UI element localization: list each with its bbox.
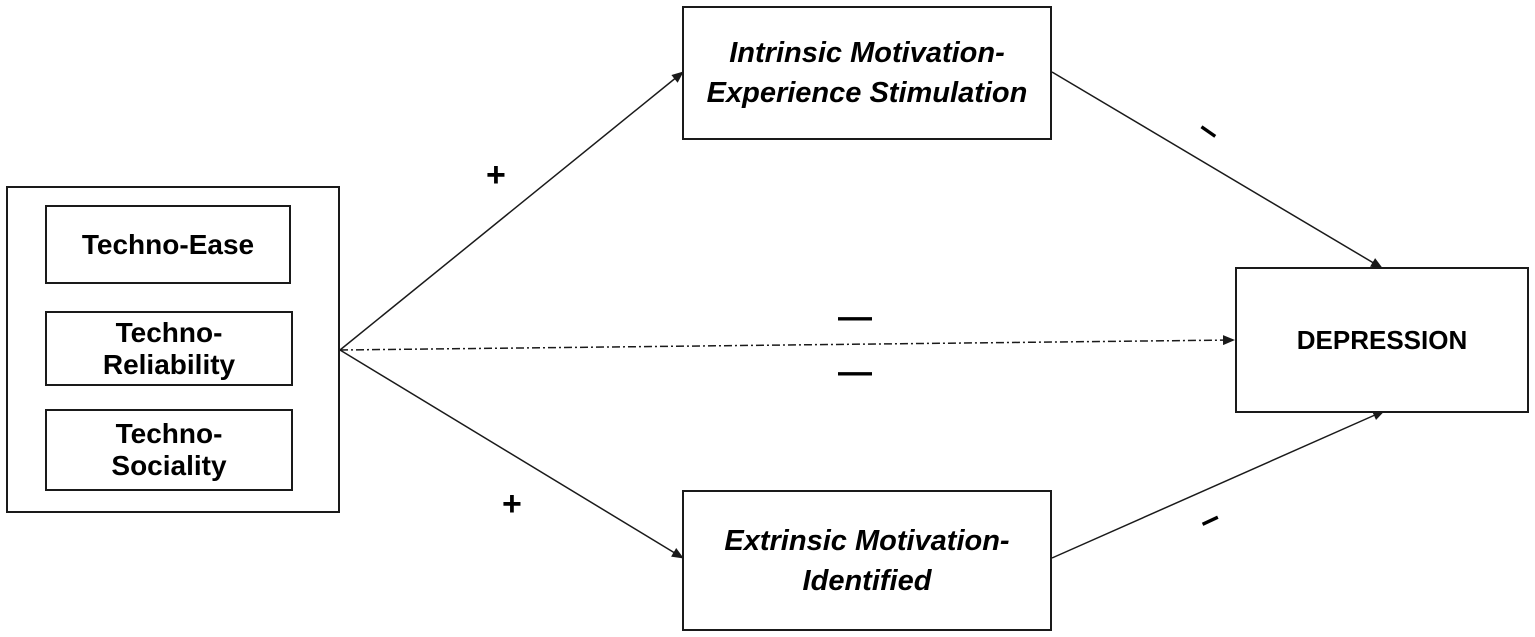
depression-label: DEPRESSION bbox=[1296, 324, 1468, 355]
extrinsic-motivation-box: Extrinsic Motivation-Identified bbox=[682, 490, 1052, 631]
intrinsic-motivation-box: Intrinsic Motivation-Experience Stimulat… bbox=[682, 6, 1052, 140]
extrinsic-motivation-label: Extrinsic Motivation-Identified bbox=[724, 524, 1010, 597]
techno-ease-box: Techno-Ease bbox=[45, 205, 291, 284]
arrow-direct-effect bbox=[339, 335, 1235, 351]
intrinsic-motivation-label: Intrinsic Motivation-Experience Stimulat… bbox=[706, 37, 1028, 109]
sign-to-extrinsic: + bbox=[502, 485, 522, 523]
arrow-to-extrinsic bbox=[339, 349, 684, 559]
arrow-extrinsic-to-depression bbox=[1051, 410, 1385, 559]
techno-sociality-box: Techno-Sociality bbox=[45, 409, 293, 491]
sign-direct-upper: — bbox=[838, 298, 872, 336]
depression-box: DEPRESSION bbox=[1235, 267, 1529, 413]
arrow-to-intrinsic bbox=[339, 71, 684, 351]
arrow-intrinsic-to-depression bbox=[1051, 71, 1383, 269]
sign-direct-lower: — bbox=[838, 353, 872, 391]
sign-to-intrinsic: + bbox=[486, 156, 506, 194]
techno-reliability-box: Techno-Reliability bbox=[45, 311, 293, 386]
